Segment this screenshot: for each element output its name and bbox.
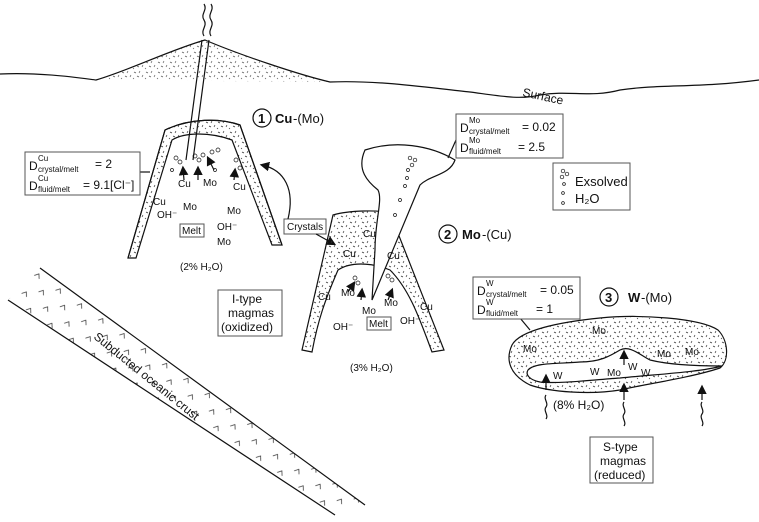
number-badge-2 — [438, 224, 458, 244]
svg-text:Mo: Mo — [607, 368, 621, 379]
svg-text:fluid/melt: fluid/melt — [486, 309, 519, 318]
system-number: 1 — [258, 111, 265, 126]
svg-text:Exsolved: Exsolved — [575, 174, 628, 189]
svg-text:W: W — [628, 362, 638, 373]
svg-text:magmas: magmas — [600, 454, 646, 468]
svg-text:= 2: = 2 — [95, 157, 112, 171]
species-cu: Cu — [178, 179, 191, 190]
species-cu: Cu — [343, 249, 356, 260]
species-oh: OH⁻ — [400, 316, 420, 327]
svg-text:-(Cu): -(Cu) — [482, 227, 512, 242]
water-content-2: (3% H₂O) — [350, 363, 393, 374]
svg-text:Mo: Mo — [685, 347, 699, 358]
svg-text:W: W — [553, 371, 563, 382]
exsolved-water-legend: Exsolved H₂O — [552, 162, 631, 211]
svg-text:W: W — [628, 290, 641, 305]
species-mo: Mo — [203, 178, 217, 189]
svg-text:3: 3 — [605, 290, 612, 305]
system-minor: -(Mo) — [293, 111, 324, 126]
svg-text:W: W — [486, 279, 494, 288]
melt-label: Melt — [369, 319, 388, 330]
bubble-icon — [559, 168, 570, 205]
itype-magmas-label: I-type magmas (oxidized) — [217, 289, 283, 337]
species-cu: Cu — [318, 292, 331, 303]
pluton-mo: Cu Cu Cu Cu Cu Mo Mo Mo OH⁻ OH⁻ Melt (3%… — [301, 144, 512, 374]
svg-text:= 0.02: = 0.02 — [522, 120, 556, 134]
svg-text:Mo: Mo — [469, 136, 481, 145]
svg-text:D: D — [29, 159, 38, 173]
species-oh: OH⁻ — [157, 210, 177, 221]
svg-text:D: D — [460, 121, 469, 135]
svg-text:D: D — [477, 284, 486, 298]
svg-text:D: D — [477, 303, 486, 317]
svg-text:Mo: Mo — [462, 227, 481, 242]
species-cu: Cu — [420, 302, 433, 313]
surface-label: Surface — [521, 85, 565, 107]
pluton-w: Mo Mo Mo Mo Mo W W W W (8% H₂O) 3 W -(Mo… — [508, 287, 728, 427]
species-oh: OH⁻ — [333, 322, 353, 333]
svg-text:crystal/melt: crystal/melt — [38, 165, 79, 174]
svg-text:= 0.05: = 0.05 — [540, 283, 574, 297]
svg-text:= 1: = 1 — [536, 302, 553, 316]
svg-text:= 9.1[Cl⁻]: = 9.1[Cl⁻] — [83, 178, 134, 192]
species-mo: Mo — [227, 206, 241, 217]
earth-surface: Surface — [0, 3, 759, 161]
svg-text:fluid/melt: fluid/melt — [38, 185, 71, 194]
species-mo: Mo — [341, 288, 355, 299]
svg-text:Mo: Mo — [523, 344, 537, 355]
svg-text:crystal/melt: crystal/melt — [486, 290, 527, 299]
pluton-cu: Cu Mo Cu Cu OH⁻ Mo Mo OH⁻ Mo Melt (2% H₂… — [127, 108, 324, 273]
system-metal: Cu — [275, 111, 292, 126]
svg-text:(reduced): (reduced) — [594, 468, 645, 482]
melt-label: Melt — [182, 226, 201, 237]
svg-text:-(Mo): -(Mo) — [641, 290, 672, 305]
svg-text:W: W — [641, 368, 651, 379]
svg-text:I-type: I-type — [232, 292, 262, 306]
volcanic-conduit — [185, 39, 210, 161]
water-content-1: (2% H₂O) — [180, 262, 223, 273]
subducted-oceanic-crust: Subducted oceanic crust — [7, 267, 366, 516]
species-cu: Cu — [153, 197, 166, 208]
species-oh: OH⁻ — [217, 222, 237, 233]
svg-text:crystal/melt: crystal/melt — [469, 127, 510, 136]
volcanic-plume-icon — [202, 3, 213, 37]
svg-text:Cu: Cu — [38, 174, 48, 183]
stype-magmas-label: S-type magmas (reduced) — [589, 436, 654, 484]
svg-text:2: 2 — [444, 227, 451, 242]
svg-text:fluid/melt: fluid/melt — [469, 147, 502, 156]
svg-text:H₂O: H₂O — [575, 191, 600, 206]
svg-text:Crystals: Crystals — [287, 222, 323, 233]
svg-text:Mo: Mo — [592, 326, 606, 337]
species-mo: Mo — [384, 298, 398, 309]
species-mo: Mo — [217, 237, 231, 248]
species-mo: Mo — [183, 202, 197, 213]
svg-text:= 2.5: = 2.5 — [518, 140, 545, 154]
number-badge-3 — [599, 287, 619, 307]
water-content-3: (8% H₂O) — [553, 398, 604, 412]
svg-text:Cu: Cu — [38, 154, 48, 163]
svg-text:D: D — [460, 141, 469, 155]
svg-text:Mo: Mo — [657, 349, 671, 360]
species-cu: Cu — [233, 182, 246, 193]
svg-text:S-type: S-type — [603, 440, 638, 454]
species-mo: Mo — [362, 306, 376, 317]
svg-text:D: D — [29, 179, 38, 193]
species-cu: Cu — [387, 251, 400, 262]
svg-text:Mo: Mo — [469, 116, 481, 125]
svg-text:W: W — [486, 298, 494, 307]
heat-flux-icon — [544, 394, 704, 427]
svg-text:(oxidized): (oxidized) — [221, 320, 273, 334]
number-badge-1 — [252, 108, 272, 128]
species-cu: Cu — [363, 229, 376, 240]
svg-text:magmas: magmas — [228, 306, 274, 320]
svg-text:W: W — [590, 367, 600, 378]
